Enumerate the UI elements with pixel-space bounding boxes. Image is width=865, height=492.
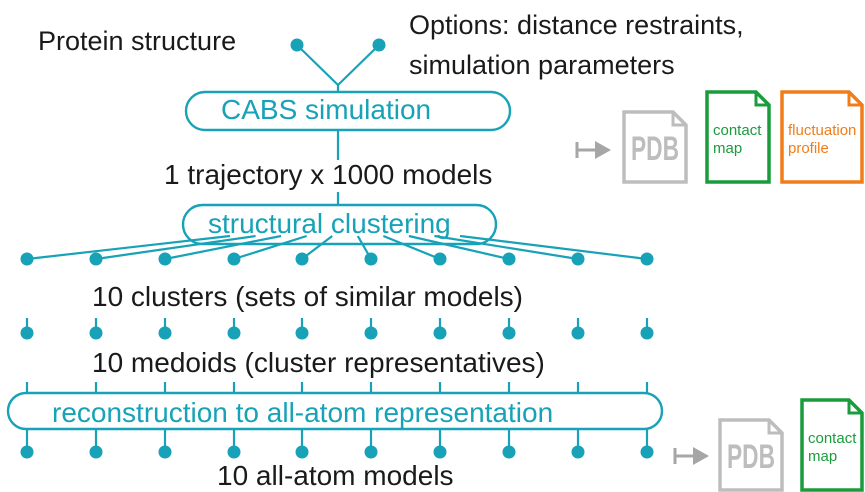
reconstruction-label: reconstruction to all-atom representatio… — [52, 397, 554, 428]
file-label-line2: map — [713, 140, 742, 157]
medoids-label: 10 medoids (cluster representatives) — [92, 347, 545, 378]
input-connector — [337, 44, 380, 86]
all-atom-dot — [295, 445, 309, 459]
all-atom-models-label: 10 all-atom models — [217, 460, 454, 491]
options-label-line1: Options: distance restraints, — [409, 10, 744, 40]
all-atom-dot — [571, 445, 585, 459]
pdb-file-icon: PDB — [718, 418, 784, 492]
all-atom-dot — [433, 445, 447, 459]
all-atom-dot — [158, 445, 172, 459]
trajectory-label: 1 trajectory x 1000 models — [164, 159, 493, 190]
file-label-line2: profile — [788, 140, 829, 157]
file-label: PDB — [631, 130, 679, 168]
structural-clustering-pill — [181, 203, 498, 246]
cluster-dot — [295, 252, 309, 266]
medoid-dot — [571, 326, 585, 340]
file-label-line1: contact — [713, 122, 762, 139]
clusters-label: 10 clusters (sets of similar models) — [92, 281, 524, 312]
cluster-branch-line — [382, 234, 441, 261]
pdb-file-icon: PDB — [622, 110, 688, 184]
arrow-head — [595, 141, 611, 159]
cluster-dot — [89, 252, 103, 266]
medoid-dot — [89, 326, 103, 340]
cluster-branch-line — [408, 234, 510, 261]
reconstruction-pill — [6, 391, 664, 431]
arrow-head — [693, 447, 709, 465]
file-fold — [767, 420, 782, 435]
medoid-dot — [227, 326, 241, 340]
cluster-branch-line — [459, 234, 648, 261]
cluster-dot — [640, 252, 654, 266]
all-atom-dot — [89, 445, 103, 459]
cluster-branch-line — [95, 234, 256, 261]
file-label-line2: map — [808, 448, 837, 465]
file-fold — [847, 92, 862, 107]
medoid-dot — [295, 326, 309, 340]
protein-structure-label: Protein structure — [38, 26, 237, 56]
all-atom-dot — [640, 445, 654, 459]
input-connector — [296, 44, 339, 86]
cluster-dot — [364, 252, 378, 266]
cabs-simulation-label: CABS simulation — [221, 94, 432, 125]
cluster-branch-line — [434, 234, 579, 261]
cluster-branch-line — [233, 234, 307, 261]
file-body — [780, 90, 864, 184]
file-fold — [671, 112, 686, 127]
cluster-dot — [571, 252, 585, 266]
medoid-dot — [20, 326, 34, 340]
all-atom-dot — [227, 445, 241, 459]
all-atom-dot — [502, 445, 516, 459]
medoid-dot — [364, 326, 378, 340]
cabs-simulation-pill — [184, 90, 512, 132]
file-fold — [847, 400, 862, 415]
all-atom-dot — [20, 445, 34, 459]
medoid-dot — [433, 326, 447, 340]
cluster-dot — [20, 252, 34, 266]
cluster-dot — [433, 252, 447, 266]
options-label-line2: simulation parameters — [409, 50, 675, 80]
top-output-arrow — [575, 141, 611, 159]
file-body — [800, 398, 864, 492]
file-label: PDB — [727, 438, 775, 476]
file-label-line1: fluctuation — [788, 122, 856, 139]
cluster-dot — [158, 252, 172, 266]
medoid-dot — [640, 326, 654, 340]
file-body — [705, 90, 771, 184]
file-body — [622, 110, 688, 184]
medoid-dot — [158, 326, 172, 340]
cluster-branch-line — [164, 234, 282, 261]
file-body — [718, 418, 784, 492]
all-atom-dot — [364, 445, 378, 459]
file-label-line1: contact — [808, 430, 857, 447]
bottom-output-arrow — [673, 447, 709, 465]
structural-clustering-label: structural clustering — [208, 208, 451, 239]
file-fold — [754, 92, 769, 107]
medoid-dot — [502, 326, 516, 340]
cluster-dot — [227, 252, 241, 266]
cluster-branch-line — [26, 234, 231, 261]
cluster-dot — [502, 252, 516, 266]
